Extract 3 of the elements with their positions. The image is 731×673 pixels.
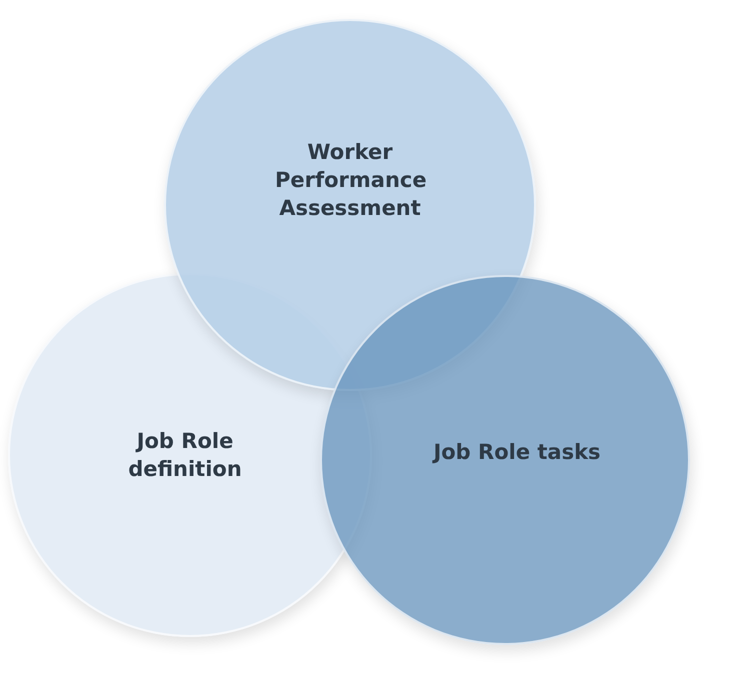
- circle-label: Job Role tasks: [433, 439, 601, 466]
- circle-label: Worker Performance Assessment: [275, 139, 425, 222]
- circle-label: Job Role definition: [127, 428, 243, 483]
